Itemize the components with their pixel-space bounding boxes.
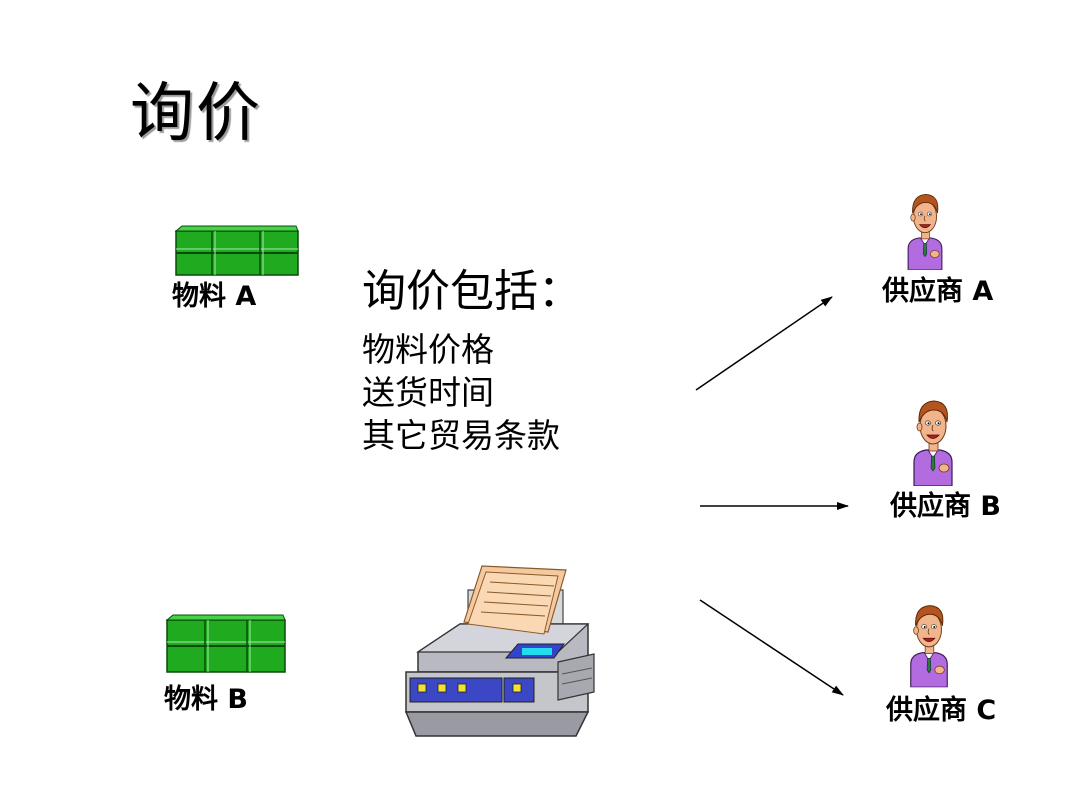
material-b-label: 物料 B (164, 684, 248, 715)
arrow-to-supplier-a (695, 296, 833, 391)
supplier-person-icon (905, 600, 953, 688)
material-a-label: 物料 A (172, 281, 257, 312)
inquiry-heading: 询价包括： (362, 266, 582, 317)
supplier-person-icon (908, 396, 958, 486)
inquiry-item: 其它贸易条款 (362, 416, 560, 455)
arrow-to-supplier-c (699, 599, 844, 696)
supplier-person-icon (902, 190, 948, 270)
inquiry-item: 物料价格 (362, 330, 494, 369)
green-box-icon (174, 225, 299, 276)
inquiry-item: 送货时间 (362, 373, 494, 412)
supplier-b-label: 供应商 B (890, 491, 1001, 522)
inquiry-items-list: 物料价格 送货时间 其它贸易条款 (362, 328, 560, 457)
supplier-a-label: 供应商 A (882, 276, 994, 307)
page-title: 询价 (130, 77, 262, 151)
supplier-c-label: 供应商 C (886, 695, 997, 726)
green-box-icon (165, 614, 286, 673)
fax-machine-icon (404, 565, 595, 737)
